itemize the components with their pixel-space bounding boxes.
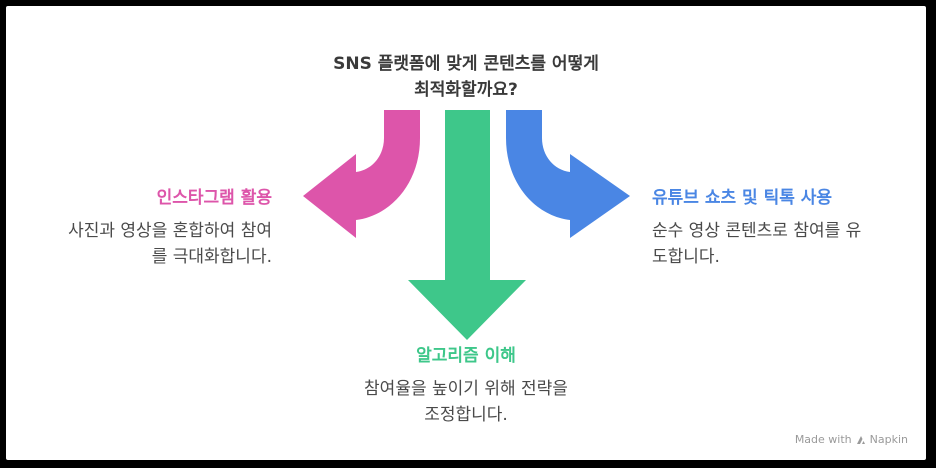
instagram-description-line-1: 사진과 영상을 혼합하여 참여: [68, 221, 272, 241]
algorithm-description: 참여율을 높이기 위해 전략을 조정합니다.: [306, 376, 626, 428]
diagram-card: SNS 플랫폼에 맞게 콘텐츠를 어떻게 최적화할까요? 인스타그램 활용 사진…: [6, 6, 926, 460]
algorithm-description-line-2: 조정합니다.: [424, 405, 508, 425]
watermark-brand: Napkin: [869, 433, 908, 446]
shorts-tiktok-description-line-2: 도합니다.: [652, 247, 720, 267]
title-line-1: SNS 플랫폼에 맞게 콘텐츠를 어떻게: [333, 54, 599, 74]
algorithm-heading: 알고리즘 이해: [416, 346, 516, 366]
diagram-title: SNS 플랫폼에 맞게 콘텐츠를 어떻게 최적화할까요?: [256, 51, 676, 103]
shorts-tiktok-description-line-1: 순수 영상 콘텐츠로 참여를 유: [652, 221, 862, 241]
left-arrow: [303, 110, 420, 238]
instagram-heading: 인스타그램 활용: [156, 188, 272, 208]
shorts-tiktok-heading: 유튜브 쇼츠 및 틱톡 사용: [652, 188, 833, 208]
napkin-watermark[interactable]: Made with Napkin: [795, 433, 908, 446]
instagram-description: 사진과 영상을 혼합하여 참여 를 극대화합니다.: [68, 218, 272, 270]
right-arrow: [506, 110, 630, 238]
shorts-tiktok-description: 순수 영상 콘텐츠로 참여를 유 도합니다.: [652, 218, 861, 270]
middle-arrow: [408, 110, 526, 340]
watermark-label: Made with: [794, 433, 852, 446]
napkin-icon: [856, 435, 865, 444]
title-line-2: 최적화할까요?: [414, 80, 518, 100]
branching-arrows: [303, 110, 630, 340]
algorithm-description-line-1: 참여율을 높이기 위해 전략을: [364, 379, 568, 399]
instagram-description-line-2: 를 극대화합니다.: [151, 247, 272, 267]
